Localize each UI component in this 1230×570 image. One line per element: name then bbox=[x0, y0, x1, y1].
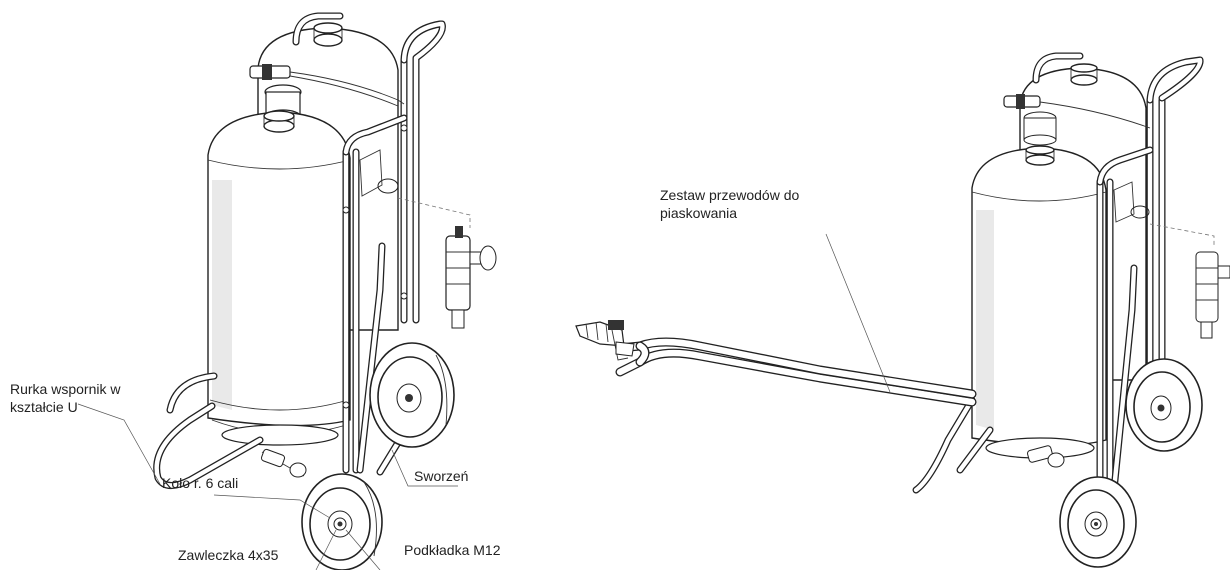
label-washer: Podkładka M12 bbox=[404, 542, 501, 558]
front-tank bbox=[207, 110, 351, 446]
label-u-tube-line1: Rurka wspornik w bbox=[10, 381, 121, 397]
rear-handle-frame bbox=[400, 20, 446, 324]
left-cart-assembly bbox=[77, 12, 497, 570]
blasting-gun bbox=[575, 320, 635, 361]
front-handle-frame-right bbox=[1096, 146, 1154, 504]
label-split-pin: Zawleczka 4x35 bbox=[178, 547, 279, 563]
label-hose-set-line2: piaskowania bbox=[660, 205, 738, 221]
right-cart-assembly bbox=[575, 52, 1230, 568]
rear-handle-frame-right bbox=[1146, 56, 1204, 384]
front-wheel-right bbox=[1059, 476, 1137, 568]
right-leader-lines bbox=[825, 233, 891, 393]
label-wheel: Koło r. 6 cali bbox=[162, 475, 239, 491]
front-tank-right bbox=[971, 145, 1107, 459]
rear-wheel bbox=[369, 342, 455, 448]
label-hose-set-line1: Zestaw przewodów do bbox=[660, 187, 800, 203]
label-u-tube: Rurka wspornik w kształcie U bbox=[10, 380, 120, 416]
label-pin: Sworzeń bbox=[414, 468, 469, 484]
rear-wheel-right bbox=[1125, 358, 1203, 452]
front-wheel bbox=[301, 473, 383, 570]
side-strut-right bbox=[912, 264, 1138, 494]
label-hose-set: Zestaw przewodów do piaskowania bbox=[660, 186, 799, 222]
top-fitting-right bbox=[1003, 94, 1151, 146]
left-leader-lines bbox=[77, 403, 458, 570]
label-u-tube-line2: kształcie U bbox=[10, 399, 78, 415]
blasting-hose-set bbox=[615, 337, 977, 407]
regulator-assembly-right bbox=[1149, 223, 1230, 339]
regulator-assembly bbox=[397, 197, 497, 329]
axle-fitting-right bbox=[1027, 445, 1065, 468]
front-handle-frame bbox=[342, 114, 408, 474]
u-support-tube bbox=[153, 372, 307, 489]
